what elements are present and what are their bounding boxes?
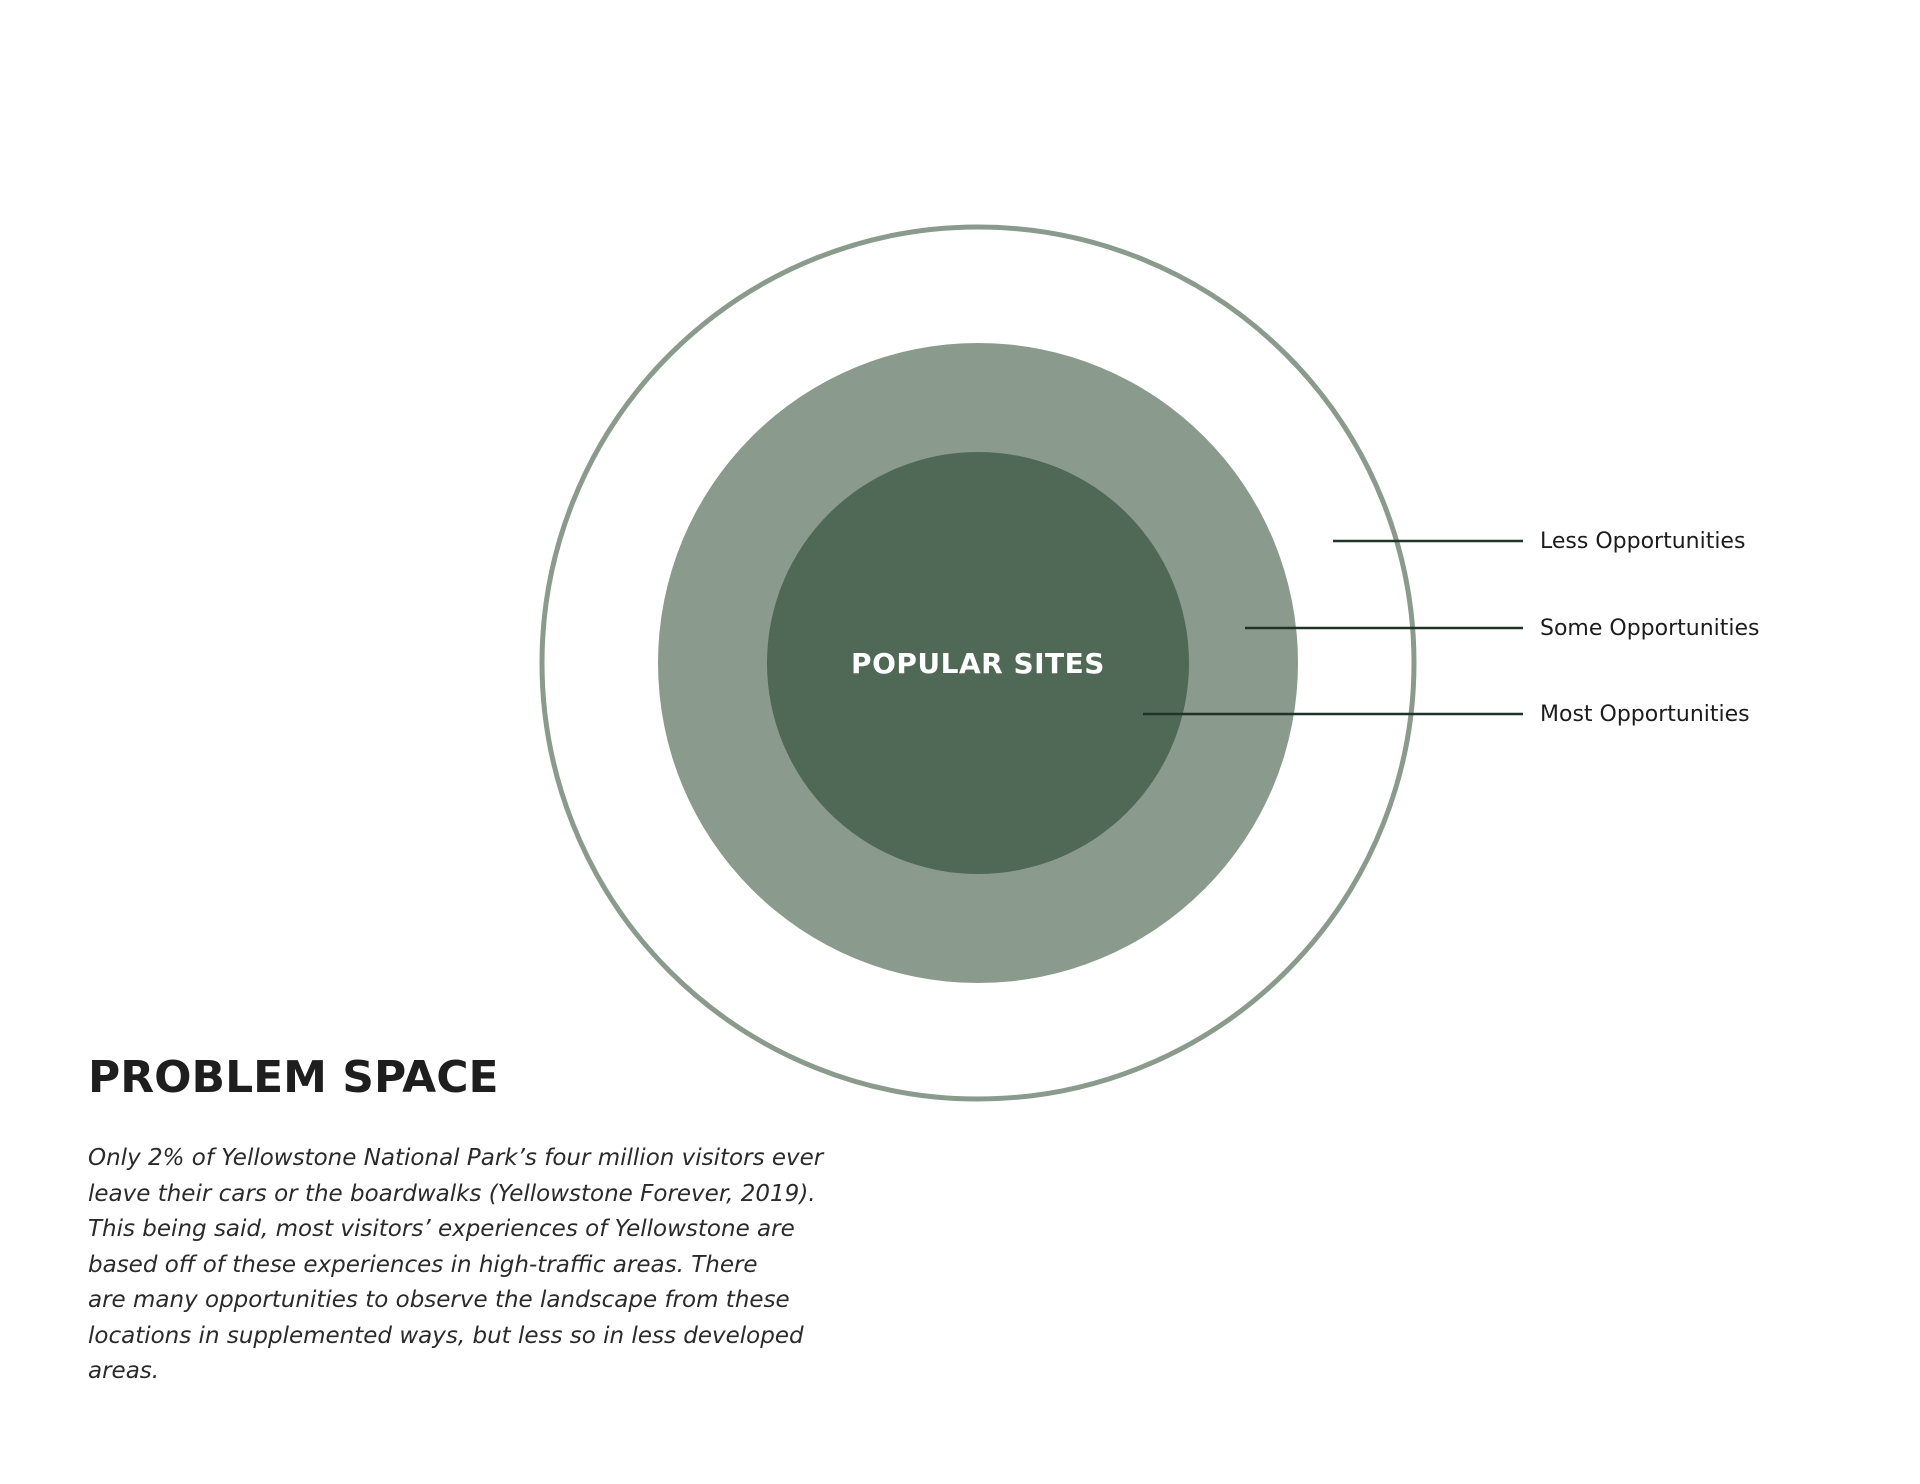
inner-ring [767,452,1189,874]
section-paragraph: Only 2% of Yellowstone National Park’s f… [88,1141,888,1390]
legend-label-some: Some Opportunities [1540,616,1760,641]
paragraph-line: are many opportunities to observe the la… [88,1287,790,1313]
legend-label-less: Less Opportunities [1540,529,1745,554]
paragraph-line: Only 2% of Yellowstone National Park’s f… [88,1145,824,1171]
paragraph-line: This being said, most visitors’ experien… [88,1216,795,1242]
center-label: POPULAR SITES [851,647,1105,680]
section-heading: PROBLEM SPACE [88,1052,499,1103]
legend-label-most: Most Opportunities [1540,702,1750,727]
paragraph-line: leave their cars or the boardwalks (Yell… [88,1180,816,1207]
paragraph-line: based off of these experiences in high-t… [88,1251,758,1278]
paragraph-line: areas. [88,1358,160,1384]
outer-ring [539,224,1417,1102]
paragraph-line: locations in supplemented ways, but less… [88,1322,804,1349]
